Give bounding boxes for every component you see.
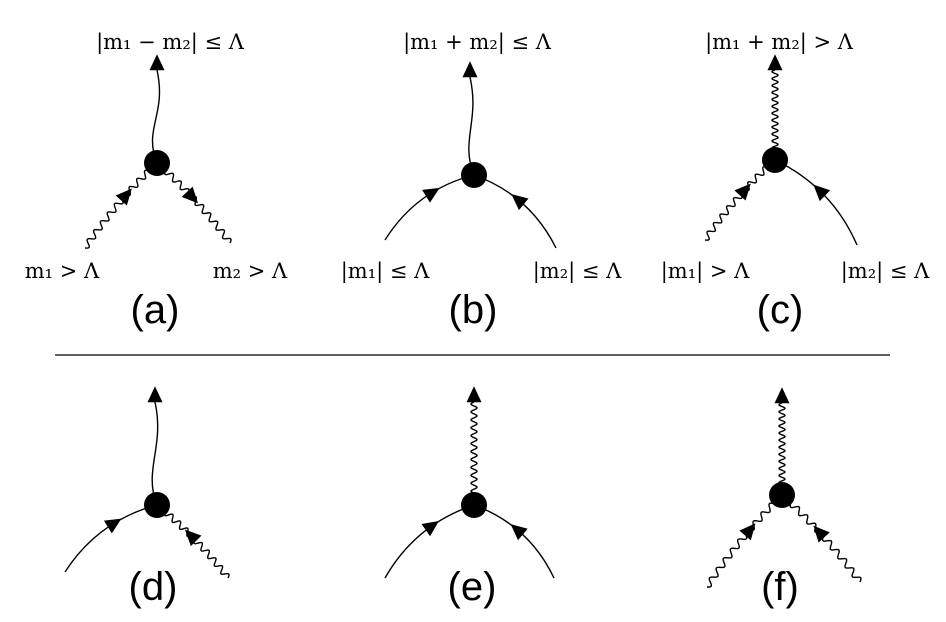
left-wavy-line: [84, 161, 158, 249]
top-smooth-line: [151, 401, 159, 506]
right-arrow-icon: [813, 525, 830, 543]
right-arrow-icon: [510, 524, 528, 541]
top-wavy-line: [470, 401, 478, 506]
top-smooth-line: [151, 69, 161, 164]
top-label-a: |m₁ − m₂| ≤ Λ: [96, 30, 245, 55]
top-label-b: |m₁ + m₂| ≤ Λ: [403, 30, 552, 55]
vertex-diagram-e: [384, 386, 555, 579]
panel-label-b: (b): [449, 288, 498, 332]
left-smooth-line: [64, 504, 158, 573]
left-arrow-icon: [103, 518, 122, 534]
vertex-dot: [762, 147, 788, 173]
left-label-c: |m₁| > Λ: [661, 259, 750, 284]
panel-label-e: (e): [448, 565, 497, 609]
right-label-a: m₂ > Λ: [213, 259, 288, 283]
vertex-dot: [144, 150, 170, 176]
left-wavy-line: [706, 493, 783, 588]
top-arrow-icon: [462, 61, 478, 78]
right-smooth-line: [774, 159, 858, 246]
left-arrow-icon: [422, 187, 440, 203]
top-arrow-icon: [149, 54, 165, 71]
top-wavy-line: [771, 69, 779, 161]
right-label-c: |m₂| ≤ Λ: [841, 259, 930, 284]
right-smooth-line: [473, 174, 557, 249]
vertex-diagram-a: [84, 54, 232, 249]
vertex-dot: [461, 492, 487, 518]
vertex-diagram-c: [704, 54, 858, 246]
vertex-diagram-d: [64, 386, 230, 579]
right-label-b: |m₂| ≤ Λ: [533, 259, 622, 284]
left-label-a: m₁ > Λ: [25, 259, 100, 283]
vertex-diagram-f: [706, 387, 862, 588]
left-arrow-icon: [734, 183, 751, 201]
right-arrow-icon: [813, 184, 831, 202]
top-smooth-line: [468, 76, 475, 176]
right-arrow-icon: [511, 194, 529, 211]
panel-label-d: (d): [129, 565, 178, 609]
top-label-c: |m₁ + m₂| > Λ: [705, 30, 854, 55]
left-arrow-icon: [739, 523, 756, 541]
left-label-b: |m₁| ≤ Λ: [341, 259, 430, 284]
vertex-dot: [461, 162, 487, 188]
top-arrow-icon: [147, 386, 163, 403]
top-arrow-icon: [774, 387, 790, 404]
top-wavy-line: [778, 402, 786, 496]
top-arrow-icon: [767, 54, 783, 71]
right-wavy-line: [155, 162, 232, 244]
vertex-diagram-b: [384, 61, 557, 249]
vertex-dot: [144, 492, 170, 518]
panel-label-c: (c): [757, 288, 804, 332]
left-wavy-line: [704, 158, 776, 241]
panel-label-f: (f): [761, 565, 799, 609]
right-arrow-icon: [184, 529, 202, 547]
left-smooth-line: [384, 174, 475, 241]
right-arrow-icon: [181, 186, 199, 204]
vertex-dot: [769, 482, 795, 508]
panel-label-a: (a): [131, 288, 180, 332]
top-arrow-icon: [466, 386, 482, 403]
left-arrow-icon: [115, 188, 132, 206]
left-arrow-icon: [421, 520, 439, 537]
